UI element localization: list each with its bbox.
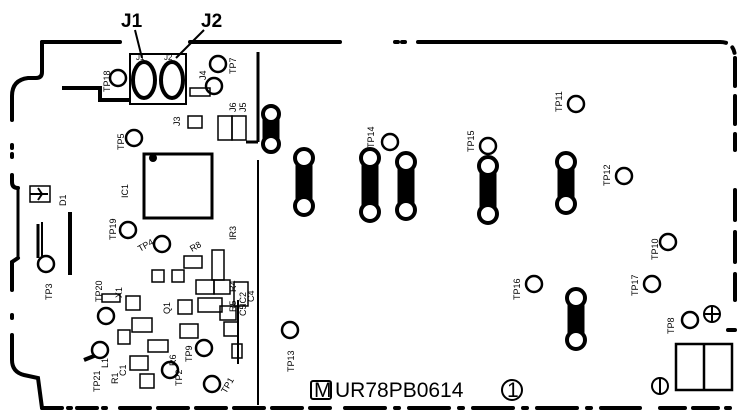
svg-text:TP10: TP10 (650, 238, 660, 260)
jumper-5 (555, 151, 577, 215)
connector-j1-j2: J1 J2 (129, 53, 187, 105)
callout-labels: J1 J2 (121, 11, 222, 59)
svg-text:TP12: TP12 (602, 164, 612, 186)
jumper-2 (359, 147, 381, 223)
tp17-pad (642, 274, 662, 294)
maker-mark: M (314, 379, 332, 402)
part-number-block: M UR78PB0614 1 (310, 379, 523, 402)
svg-text:TP20: TP20 (94, 280, 104, 302)
svg-text:TP16: TP16 (512, 278, 522, 300)
svg-text:X1: X1 (114, 287, 124, 298)
svg-text:TP14: TP14 (366, 126, 376, 148)
svg-text:C5: C5 (238, 304, 248, 316)
callout-j2: J2 (201, 11, 222, 32)
svg-text:R1: R1 (110, 372, 120, 384)
svg-text:D1: D1 (58, 194, 68, 206)
test-points (36, 54, 700, 394)
tp21-pad (90, 340, 110, 360)
jumper-7 (261, 104, 281, 154)
ic1-package: IC1 (120, 152, 214, 220)
jumper-3 (395, 151, 417, 221)
test-point-labels: TP1 TP2 TP3 TP4 TP5 TP7 TP8 TP9 TP10 TP1… (44, 57, 676, 395)
tp12-pad (614, 166, 634, 186)
svg-text:IC2: IC2 (238, 292, 248, 306)
svg-text:TP4: TP4 (136, 237, 155, 254)
svg-text:R8: R8 (188, 239, 203, 253)
jumper-1 (293, 147, 315, 217)
svg-text:C1: C1 (118, 364, 128, 376)
svg-text:J2: J2 (164, 53, 173, 62)
svg-text:TP5: TP5 (116, 133, 126, 150)
tp4-pad (152, 234, 172, 254)
tp15-pad (478, 136, 498, 156)
svg-text:R6: R6 (168, 354, 178, 366)
svg-text:TP13: TP13 (286, 350, 296, 372)
svg-text:TP2: TP2 (174, 369, 184, 386)
callout-j1: J1 (121, 11, 143, 32)
jumper-6 (565, 287, 587, 351)
tp1-pad (202, 374, 222, 394)
divider-lines (41, 52, 260, 405)
svg-text:J5: J5 (238, 102, 248, 112)
svg-text:TP19: TP19 (108, 218, 118, 240)
registration-marks (651, 305, 734, 395)
svg-text:J4: J4 (198, 70, 208, 80)
tp13-pad (280, 320, 300, 340)
svg-text:Q1: Q1 (162, 302, 172, 314)
svg-text:IR3: IR3 (228, 226, 238, 240)
tp6-pad (204, 76, 224, 96)
tp14-pad (380, 132, 400, 152)
board-outline (10, 40, 737, 410)
tp20-pad (96, 306, 116, 326)
svg-text:R5: R5 (228, 300, 238, 312)
tp18-pad (108, 68, 128, 88)
svg-text:R4: R4 (228, 280, 238, 292)
tp5-pad (124, 128, 144, 148)
svg-text:TP11: TP11 (554, 91, 564, 112)
svg-text:TP18: TP18 (102, 70, 112, 92)
svg-text:J3: J3 (172, 116, 182, 126)
svg-text:C4: C4 (246, 290, 256, 302)
svg-text:TP1: TP1 (219, 376, 236, 395)
side-cutout (16, 188, 40, 258)
revision-mark: 1 (507, 379, 519, 402)
svg-text:TP8: TP8 (666, 317, 676, 334)
component-footprints (29, 87, 249, 389)
svg-text:TP7: TP7 (228, 57, 238, 74)
tp2-pad (160, 360, 180, 380)
svg-text:L1: L1 (100, 358, 110, 368)
svg-text:J6: J6 (228, 102, 238, 112)
svg-text:IC1: IC1 (120, 184, 130, 198)
jumper-4 (477, 155, 499, 225)
tp11-pad (566, 94, 586, 114)
tp7-pad (208, 54, 228, 74)
tp10-pad (658, 232, 678, 252)
tp9-pad (194, 338, 214, 358)
svg-text:TP3: TP3 (44, 283, 54, 300)
tp8-pad (680, 310, 700, 330)
tp19-pad (118, 220, 138, 240)
svg-text:J1: J1 (136, 53, 145, 62)
component-labels: D1 IC2 IR3 R8 R4 R5 C5 C4 X1 R1 R6 C1 L1… (58, 70, 256, 384)
svg-text:TP15: TP15 (466, 130, 476, 152)
part-number: UR78PB0614 (335, 379, 464, 402)
jumper-pads (261, 104, 587, 351)
tp16-pad (524, 274, 544, 294)
tp3-pad (36, 254, 56, 274)
svg-text:TP21: TP21 (92, 370, 102, 392)
svg-text:TP17: TP17 (630, 274, 640, 296)
svg-text:TP9: TP9 (184, 345, 194, 362)
